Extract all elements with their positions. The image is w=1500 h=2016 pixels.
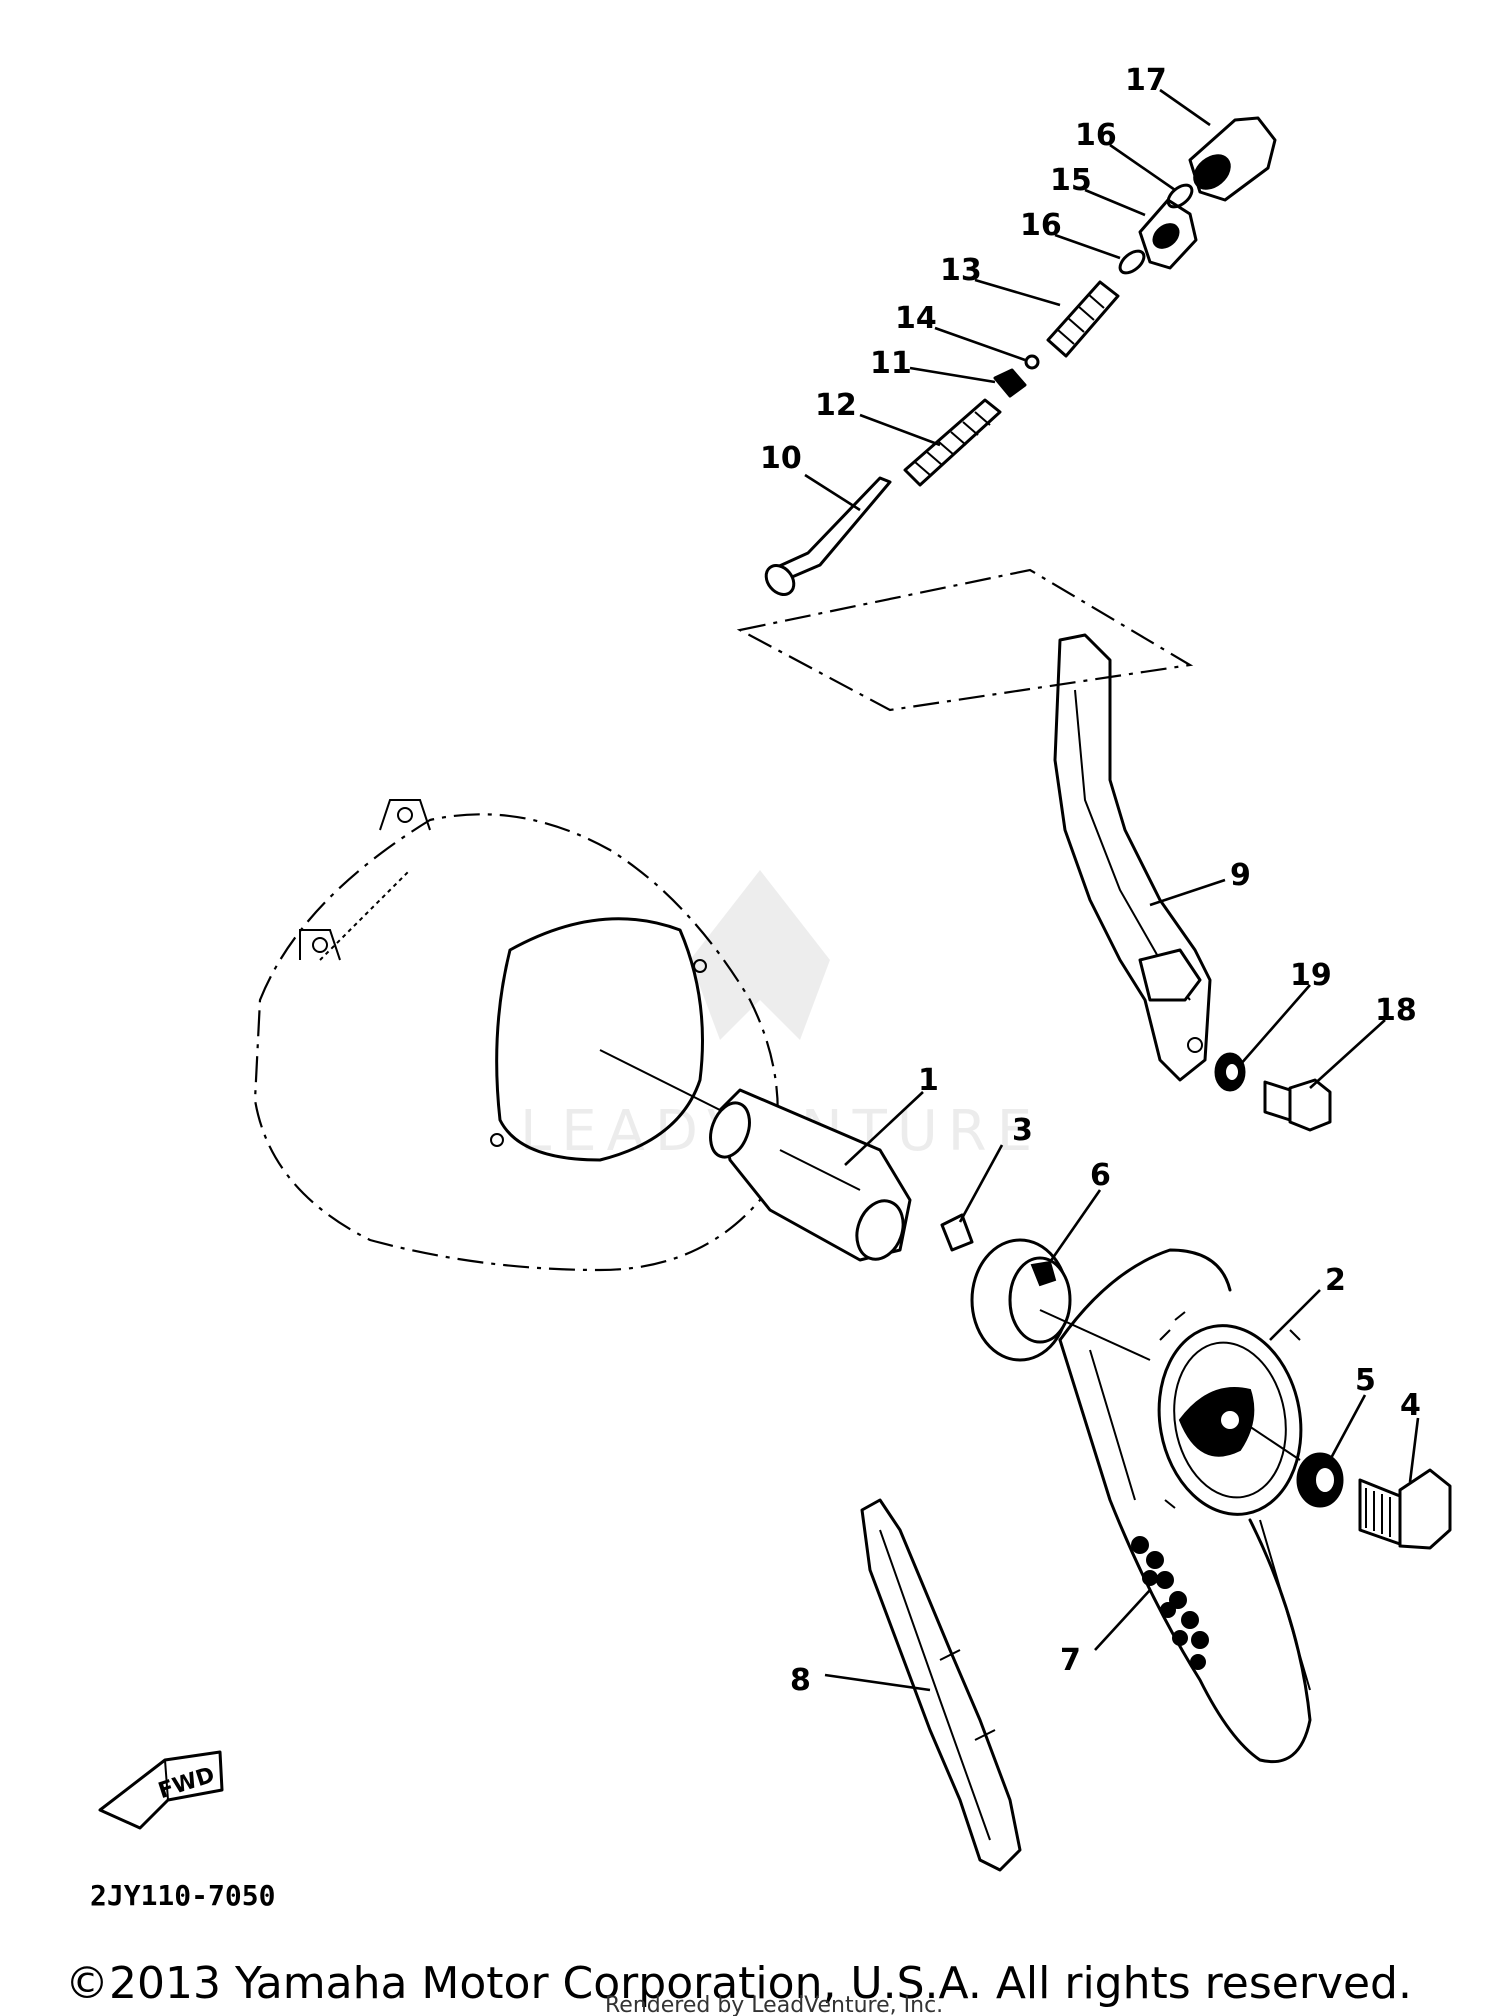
camshaft — [709, 1088, 912, 1262]
sprocket-bolt — [1358, 1468, 1452, 1550]
chain-links — [1131, 1536, 1209, 1670]
callout-10: 10 — [760, 441, 802, 476]
callout-12: 12 — [815, 388, 857, 423]
callout-4: 4 — [1400, 1388, 1421, 1423]
callout-14: 14 — [895, 301, 937, 336]
callout-19: 19 — [1290, 958, 1332, 993]
guide-washer — [1214, 1052, 1246, 1092]
callout-1: 1 — [918, 1063, 939, 1098]
tensioner-spring-12 — [903, 398, 1002, 487]
watermark-flame-icon — [690, 870, 830, 1040]
tensioner-rod — [764, 476, 892, 596]
tensioner-nut-15 — [1138, 198, 1198, 270]
tensioner-nut-11 — [993, 368, 1027, 398]
o-ring-16-lower — [1118, 249, 1146, 275]
fwd-arrow-icon: FWD — [98, 1750, 224, 1830]
assembly-bracket — [736, 568, 1194, 712]
cam-sprocket — [1157, 1311, 1303, 1516]
copyright-text: ©2013 Yamaha Motor Corporation, U.S.A. A… — [65, 1958, 1412, 2009]
callout-5: 5 — [1355, 1363, 1376, 1398]
callout-2: 2 — [1325, 1263, 1346, 1298]
tensioner-ball-14 — [1024, 354, 1040, 370]
callout-17: 17 — [1125, 63, 1167, 98]
callout-13: 13 — [940, 253, 982, 288]
callout-16-upper: 16 — [1075, 118, 1117, 153]
tensioner-cap-17 — [1188, 116, 1277, 202]
callout-18: 18 — [1375, 993, 1417, 1028]
callout-7: 7 — [1060, 1643, 1081, 1678]
guide-bolt — [1263, 1078, 1332, 1132]
callout-3: 3 — [1012, 1113, 1033, 1148]
callout-15: 15 — [1050, 163, 1092, 198]
rendered-by-text: Rendered by LeadVenture, Inc. — [605, 1993, 943, 2016]
tensioner-spring-13 — [1046, 280, 1120, 358]
callouts: 17 16 15 16 13 14 11 12 10 9 19 18 1 3 6… — [760, 63, 1421, 1698]
washer — [1239, 1419, 1344, 1508]
callout-11: 11 — [870, 346, 912, 381]
dowel-pin — [940, 1213, 974, 1252]
chain-guide-lower — [860, 1498, 1022, 1872]
decompressor-ring — [970, 1238, 1151, 1362]
callout-9: 9 — [1230, 858, 1251, 893]
callout-8: 8 — [790, 1663, 811, 1698]
cam-chain — [1058, 1248, 1312, 1764]
diagram-code: 2JY110-7050 — [90, 1879, 275, 1912]
chain-guide-upper — [1053, 633, 1212, 1082]
engine-case — [253, 799, 779, 1272]
callout-6: 6 — [1090, 1158, 1111, 1193]
callout-16-lower: 16 — [1020, 208, 1062, 243]
